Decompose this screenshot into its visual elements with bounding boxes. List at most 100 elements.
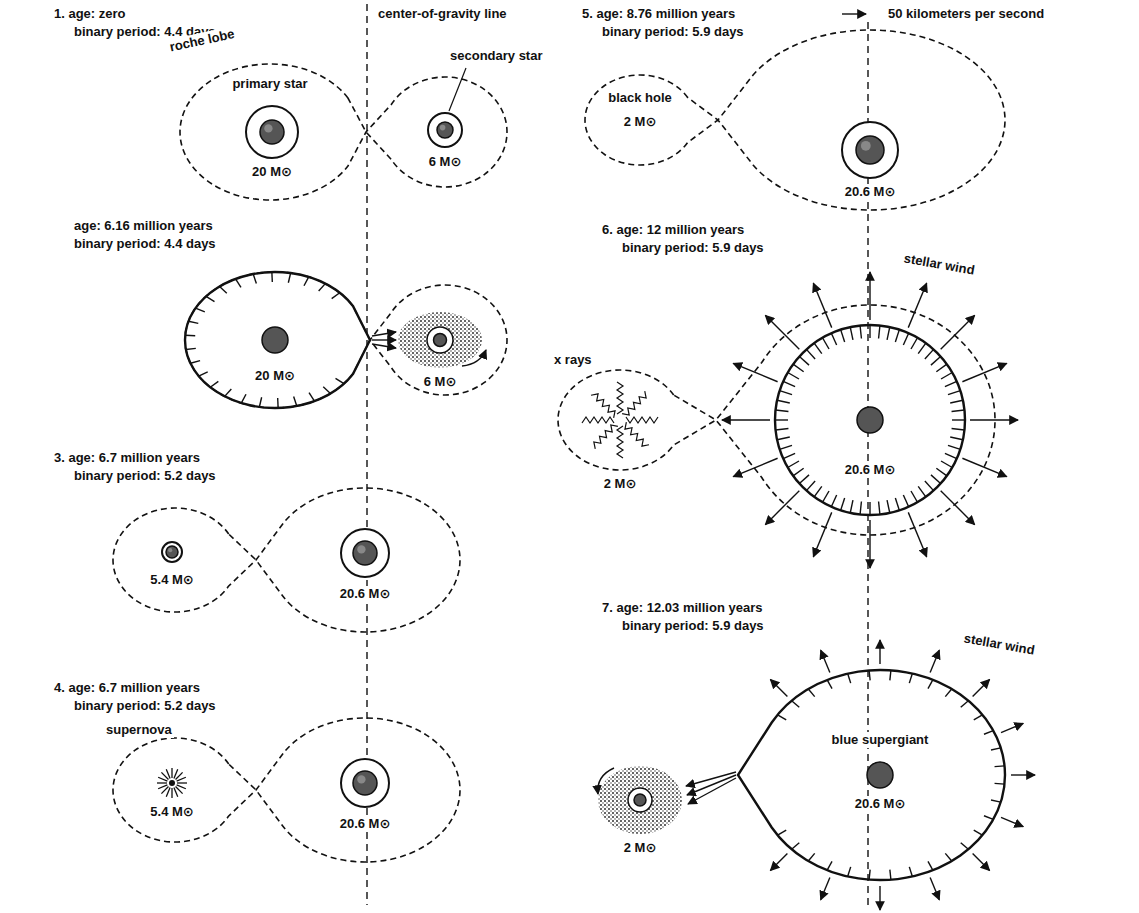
mass-label: 20 M⊙: [253, 368, 297, 384]
stellar-wind-arrow: [821, 650, 830, 672]
surface-tick: [225, 389, 232, 396]
supernova-ray: [174, 788, 178, 797]
surface-tick: [241, 394, 246, 403]
annotation: x rays: [552, 352, 594, 368]
surface-tick: [945, 853, 951, 861]
surface-tick: [918, 343, 926, 354]
surface-tick: [895, 330, 899, 342]
star-surface: [842, 122, 898, 178]
annotation: stellar wind: [961, 630, 1038, 659]
filled-roche-lobe: [738, 670, 1005, 880]
accretion-disk: [598, 766, 682, 834]
surface-tick: [909, 674, 912, 684]
supernova-ray: [171, 788, 172, 798]
surface-tick: [931, 356, 941, 365]
mass-label: 5.4 M⊙: [148, 804, 195, 820]
surface-tick: [890, 670, 891, 680]
surface-tick: [948, 445, 960, 449]
surface-tick: [778, 715, 787, 720]
supernova-ray: [157, 782, 167, 783]
surface-tick: [925, 481, 934, 491]
surface-tick: [950, 400, 963, 403]
annotation: stellar wind: [901, 250, 978, 279]
surface-tick: [776, 410, 789, 411]
surface-tick: [775, 419, 788, 420]
mass-label: 2 M⊙: [602, 476, 639, 492]
surface-tick: [814, 343, 822, 354]
surface-tick: [831, 495, 836, 507]
stellar-wind-arrow: [765, 315, 799, 349]
axis-label: center-of-gravity line: [376, 6, 509, 22]
rotation-arrow: [462, 350, 486, 366]
roche-lobe: [180, 64, 507, 200]
star-core: [634, 794, 646, 806]
surface-tick: [323, 387, 330, 394]
stellar-wind-arrow: [970, 419, 1018, 420]
surface-tick: [931, 475, 941, 484]
surface-tick: [950, 437, 963, 440]
stellar-wind-arrow: [869, 520, 870, 568]
surface-tick: [309, 393, 314, 401]
surface-tick: [848, 867, 851, 877]
star-core: [437, 122, 453, 138]
star-core-texture: [861, 141, 871, 151]
surface-tick: [793, 468, 804, 476]
surface-tick: [991, 800, 1001, 802]
surface-tick: [879, 326, 880, 339]
surface-tick: [788, 461, 799, 468]
period-label: binary period: 5.2 days: [72, 698, 218, 714]
mass-label: 5.4 M⊙: [148, 572, 195, 588]
surface-tick: [984, 731, 993, 735]
surface-tick: [799, 356, 809, 365]
stellar-wind-arrow: [879, 886, 880, 910]
mass-label: 6 M⊙: [427, 154, 464, 170]
surface-tick: [895, 498, 899, 510]
roche-lobe: [585, 30, 1005, 210]
stellar-wind-arrow: [733, 363, 777, 381]
star-surface: [162, 542, 182, 562]
annotation: 50 kilometers per second: [886, 6, 1046, 22]
supernova-ray: [158, 785, 167, 789]
mass-transfer-stream: [372, 332, 396, 336]
surface-tick: [869, 870, 870, 880]
supernova-ray: [166, 769, 170, 778]
surface-tick: [777, 437, 790, 440]
star-core: [353, 541, 377, 565]
surface-tick: [952, 429, 965, 430]
star-surface: [628, 788, 652, 812]
x-ray-zigzag: [625, 422, 649, 446]
surface-tick: [848, 674, 851, 684]
supernova-ray: [171, 768, 172, 778]
surface-tick: [841, 330, 845, 342]
x-ray-zigzag: [591, 394, 615, 418]
surface-tick: [793, 364, 804, 372]
star-core-texture: [168, 548, 172, 552]
stellar-wind-arrow: [733, 458, 777, 476]
accretion-disk: [398, 312, 482, 368]
stellar-wind-arrow: [869, 272, 870, 320]
mass-label: 20.6 M⊙: [843, 462, 898, 478]
annotation: black hole: [606, 90, 674, 106]
supergiant-surface: [775, 325, 965, 515]
stellar-wind-arrow: [1011, 774, 1035, 775]
surface-tick: [271, 272, 273, 282]
star-core: [434, 334, 447, 347]
star-core: [166, 546, 178, 558]
star-core: [867, 762, 893, 788]
panel-heading: 4. age: 6.7 million years: [52, 680, 202, 696]
surface-tick: [210, 381, 218, 387]
surface-tick: [961, 843, 969, 849]
surface-tick: [304, 277, 309, 286]
surface-tick: [788, 373, 799, 380]
surface-tick: [783, 453, 795, 458]
period-label: binary period: 5.9 days: [620, 618, 766, 634]
mass-label: 2 M⊙: [622, 114, 659, 130]
surface-tick: [890, 870, 891, 880]
surface-tick: [879, 502, 880, 515]
annotation: primary star: [230, 76, 309, 92]
surface-tick: [799, 475, 809, 484]
surface-tick: [936, 364, 947, 372]
roche-lobe: [558, 305, 995, 535]
surface-tick: [199, 372, 208, 376]
mass-transfer-stream: [372, 339, 396, 340]
